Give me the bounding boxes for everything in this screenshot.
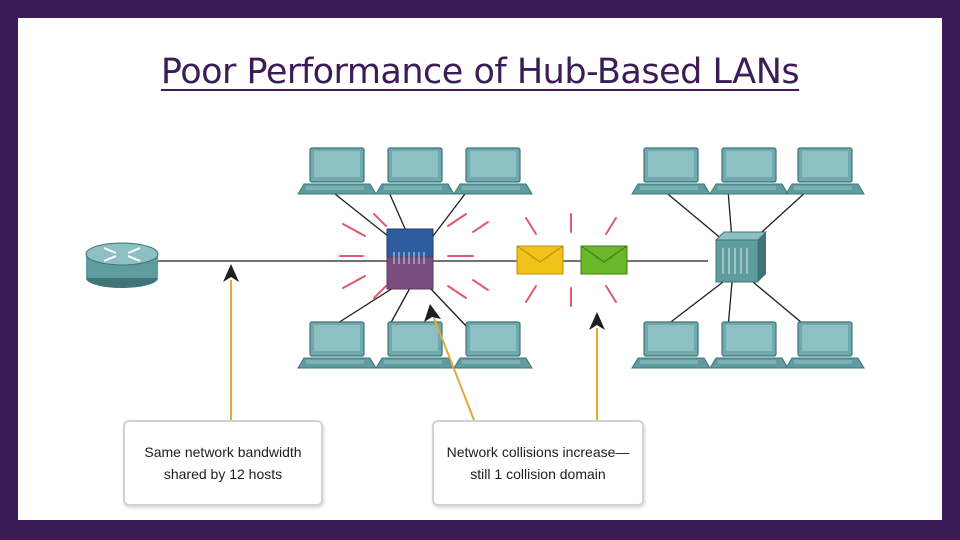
bandwidth-callout: Same network bandwidth shared by 12 host… (123, 420, 323, 506)
host-group-top-left (297, 147, 533, 195)
desktop-computer-icon (375, 321, 455, 369)
desktop-computer-icon (297, 321, 377, 369)
hub-icon (386, 228, 434, 290)
slide: Poor Performance of Hub-Based LANs (18, 18, 942, 520)
desktop-computer-icon (453, 321, 533, 369)
desktop-computer-icon (297, 147, 377, 195)
desktop-computer-icon (631, 147, 711, 195)
slide-title: Poor Performance of Hub-Based LANs (160, 52, 800, 92)
host-group-top-right (631, 147, 865, 195)
desktop-computer-icon (631, 321, 711, 369)
desktop-computer-icon (709, 147, 789, 195)
collisions-callout: Network collisions increase—still 1 coll… (432, 420, 644, 506)
collision-marks-hub (339, 213, 489, 299)
envelope-icon-green (580, 245, 628, 275)
pointer-arrows (223, 264, 605, 421)
desktop-computer-icon (709, 321, 789, 369)
host-group-bottom-left (297, 321, 533, 369)
switch-icon (714, 231, 768, 283)
envelope-icon-yellow (516, 245, 564, 275)
network-diagram (85, 147, 865, 421)
collision-marks-frames (525, 213, 617, 307)
desktop-computer-icon (785, 321, 865, 369)
desktop-computer-icon (453, 147, 533, 195)
desktop-computer-icon (375, 147, 455, 195)
router-icon (85, 242, 159, 288)
bandwidth-callout-text: Same network bandwidth shared by 12 host… (144, 444, 302, 482)
collisions-callout-text: Network collisions increase—still 1 coll… (446, 444, 630, 482)
host-group-bottom-right (631, 321, 865, 369)
desktop-computer-icon (785, 147, 865, 195)
